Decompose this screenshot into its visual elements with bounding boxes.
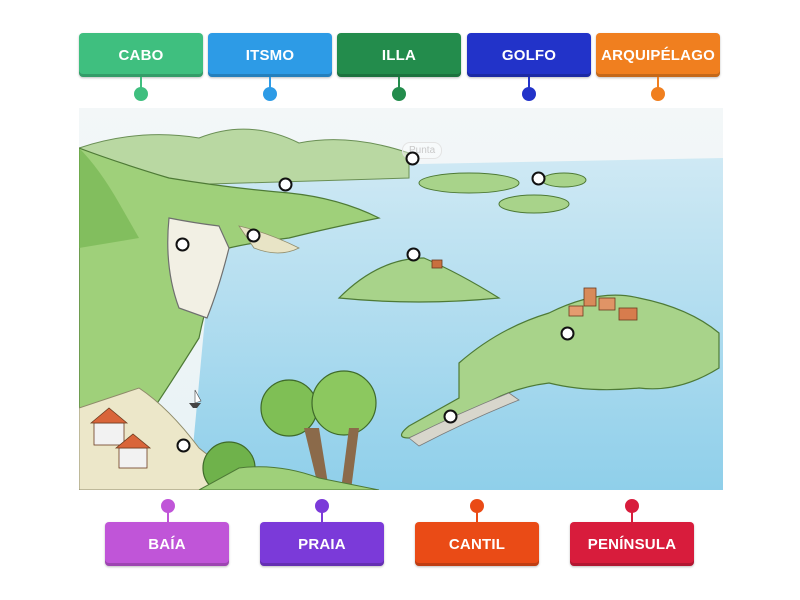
drop-target-hills[interactable] — [278, 177, 293, 192]
drop-target-island[interactable] — [406, 247, 421, 262]
tile-cantil-pin[interactable] — [470, 499, 484, 513]
tile-baia-label: BAÍA — [148, 535, 186, 553]
drop-target-isthmus[interactable] — [246, 228, 261, 243]
tile-peninsula-label: PENÍNSULA — [587, 535, 677, 553]
tile-illa-stem — [398, 77, 400, 91]
tile-praia[interactable]: PRAIA — [260, 522, 384, 566]
tile-cantil-stem — [476, 509, 478, 522]
landscape-illustration: Punta — [79, 108, 723, 490]
tile-illa-pin[interactable] — [392, 87, 406, 101]
tile-peninsula[interactable]: PENÍNSULA — [570, 522, 694, 566]
tile-illa-label: ILLA — [381, 46, 417, 64]
tile-cantil-label: CANTIL — [448, 535, 506, 553]
tile-cabo-stem — [140, 77, 142, 91]
tile-cantil[interactable]: CANTIL — [415, 522, 539, 566]
tile-baia[interactable]: BAÍA — [105, 522, 229, 566]
tile-praia-label: PRAIA — [298, 535, 346, 553]
drop-target-distant-sea[interactable] — [405, 151, 420, 166]
landscape-drawing — [79, 108, 723, 490]
tile-golfo[interactable]: GOLFO — [467, 33, 591, 77]
drop-target-beach[interactable] — [176, 438, 191, 453]
drop-target-archipelago[interactable] — [531, 171, 546, 186]
tile-cabo[interactable]: CABO — [79, 33, 203, 77]
tile-cabo-pin[interactable] — [134, 87, 148, 101]
drop-target-road[interactable] — [443, 409, 458, 424]
tile-golfo-stem — [528, 77, 530, 91]
tile-arquipelago-pin[interactable] — [651, 87, 665, 101]
tile-itsmo[interactable]: ITSMO — [208, 33, 332, 77]
tile-golfo-label: GOLFO — [501, 46, 557, 64]
tile-arquipelago-stem — [657, 77, 659, 91]
tile-itsmo-stem — [269, 77, 271, 91]
tile-golfo-pin[interactable] — [522, 87, 536, 101]
tile-baia-stem — [167, 509, 169, 522]
tile-baia-pin[interactable] — [161, 499, 175, 513]
tile-cabo-label: CABO — [118, 46, 164, 64]
tile-praia-pin[interactable] — [315, 499, 329, 513]
drop-target-peninsula[interactable] — [560, 326, 575, 341]
tile-arquipelago[interactable]: ARQUIPÉLAGO — [596, 33, 720, 77]
tile-itsmo-pin[interactable] — [263, 87, 277, 101]
tile-peninsula-stem — [631, 509, 633, 522]
tile-peninsula-pin[interactable] — [625, 499, 639, 513]
tile-arquipelago-label: ARQUIPÉLAGO — [601, 46, 715, 64]
tile-itsmo-label: ITSMO — [245, 46, 295, 64]
tile-praia-stem — [321, 509, 323, 522]
drop-target-cliff[interactable] — [175, 237, 190, 252]
tile-illa[interactable]: ILLA — [337, 33, 461, 77]
